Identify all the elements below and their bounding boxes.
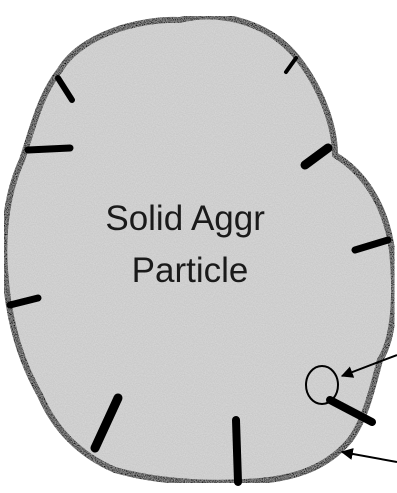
particle-label-line1: Solid Aggr	[105, 199, 265, 238]
crack-left-upper	[28, 148, 70, 150]
crack-bottom-center	[236, 420, 238, 482]
pointer-arrow-lower	[342, 452, 397, 462]
particle-label-line2: Particle	[132, 251, 249, 290]
